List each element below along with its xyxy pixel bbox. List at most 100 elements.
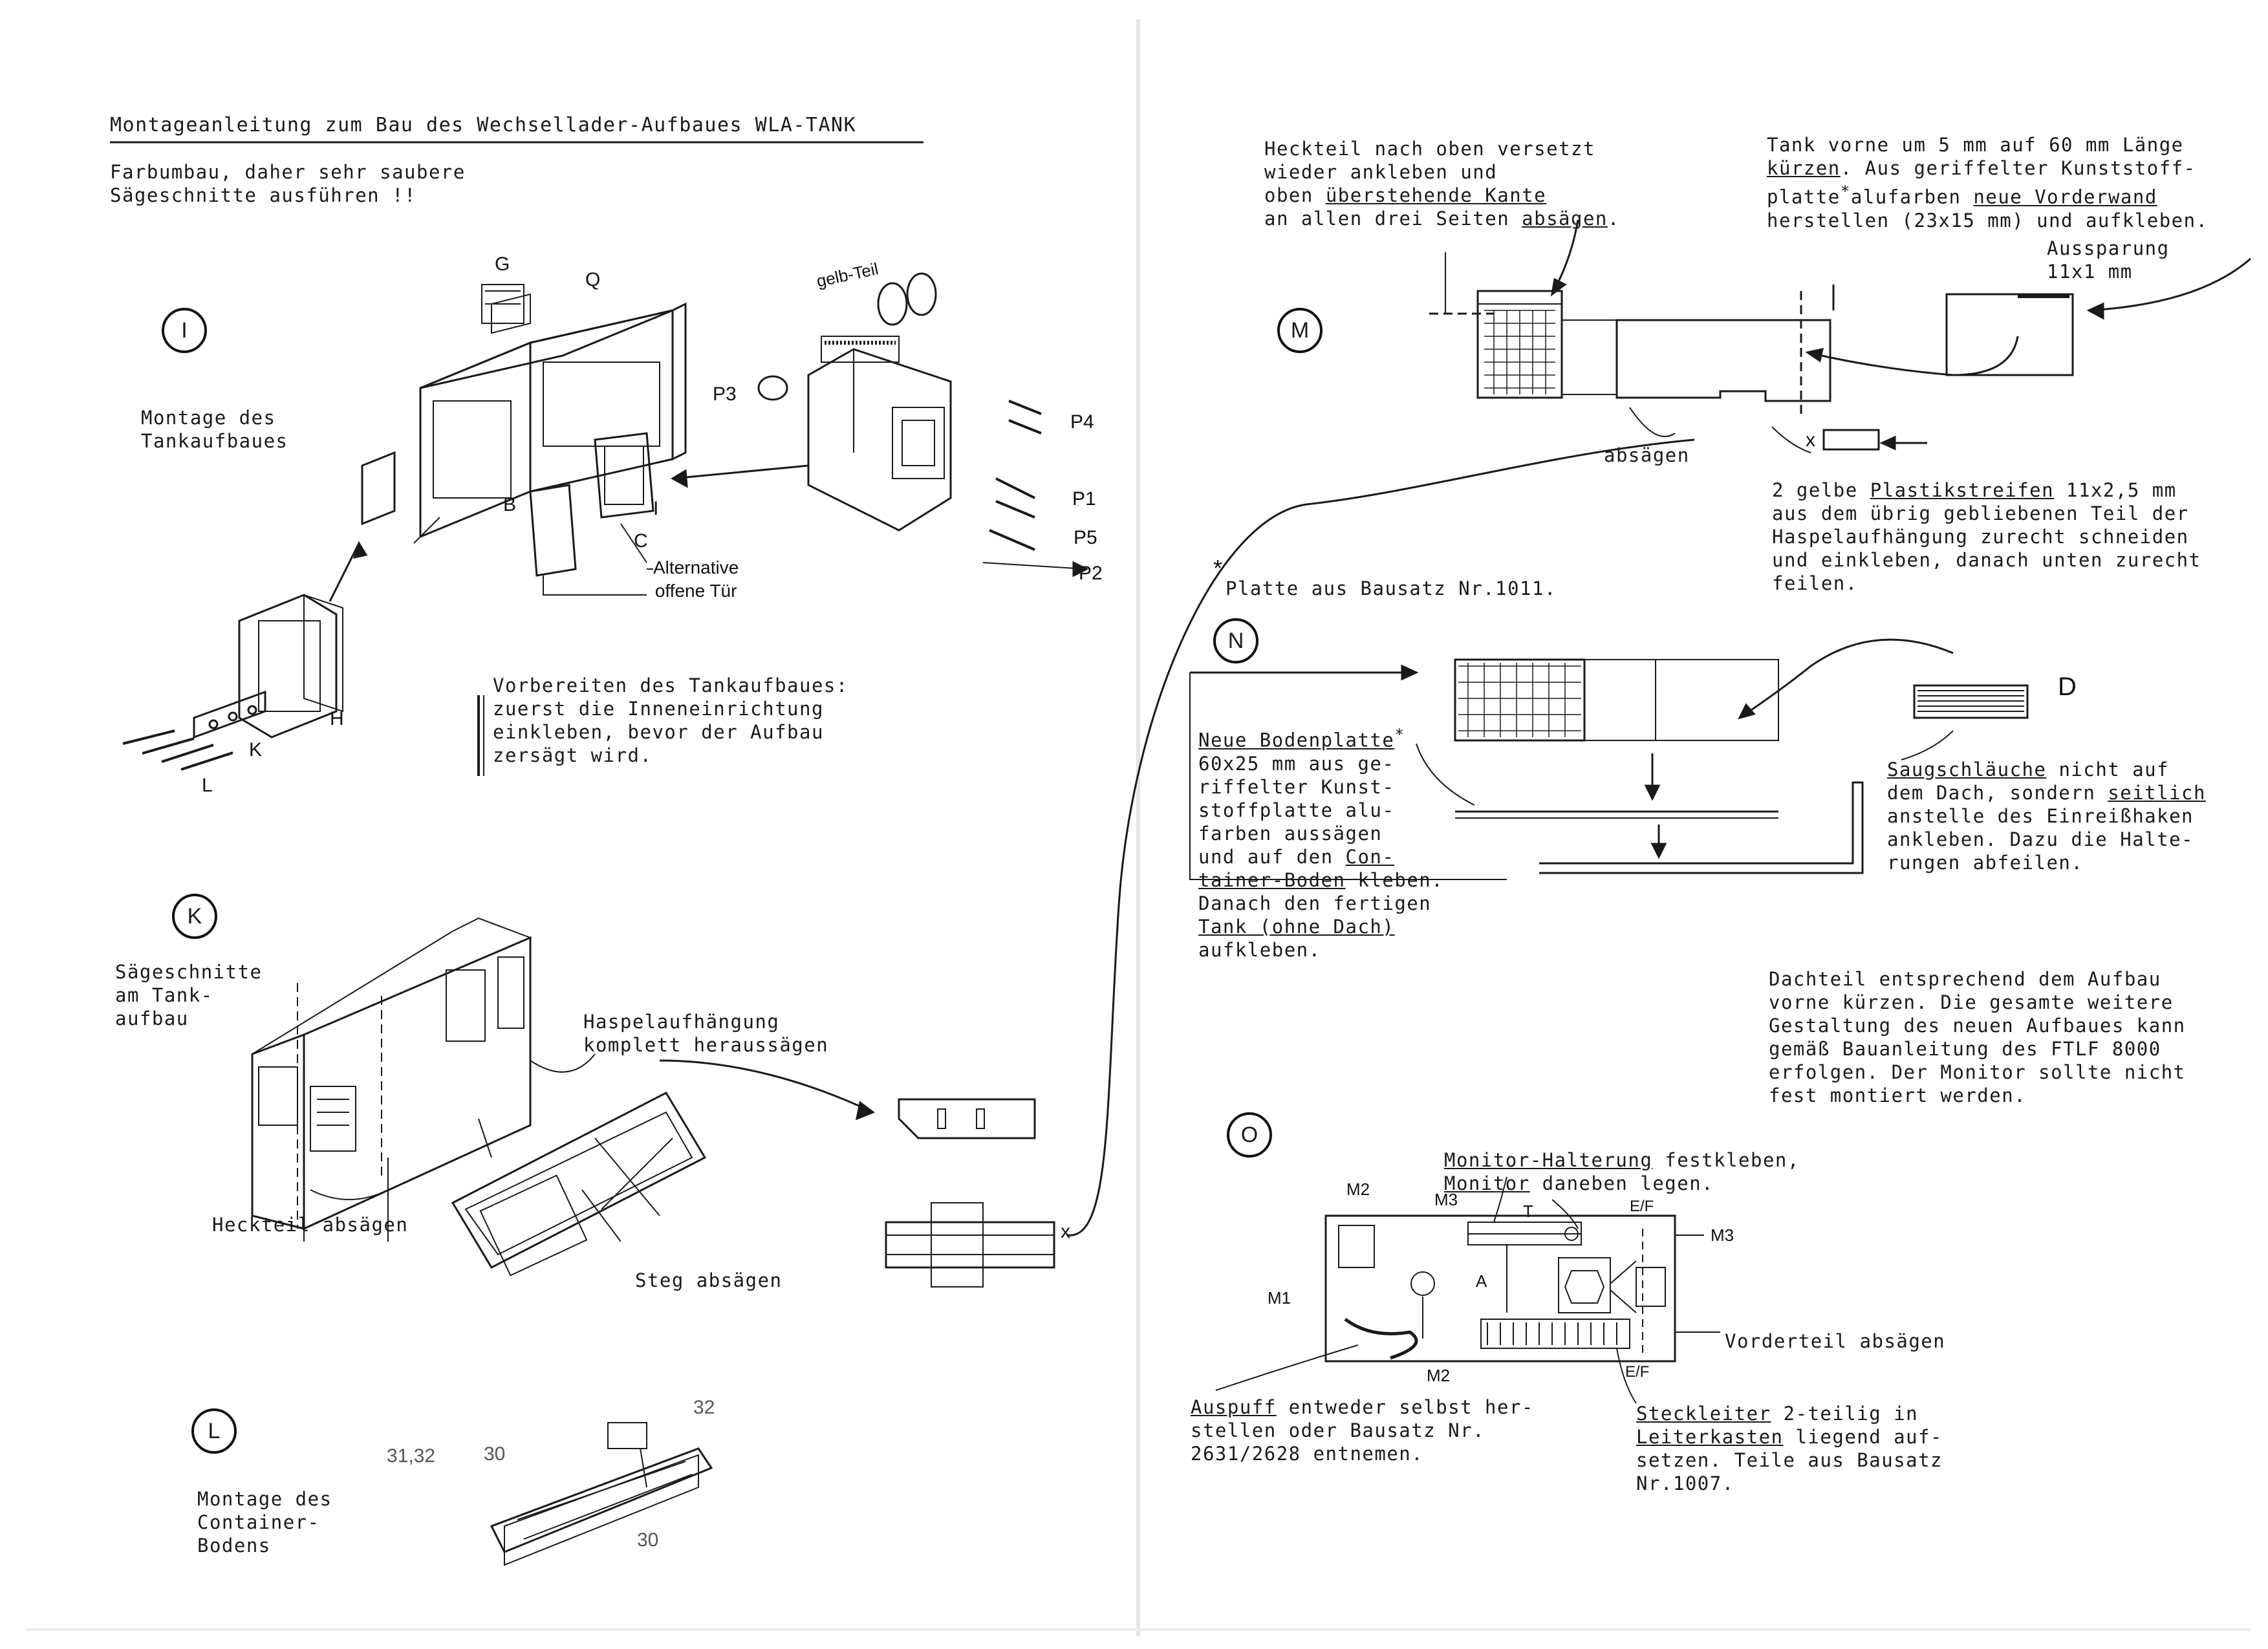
saugschlaeuche-note: Saugschläuche nicht auf dem Dach, sonder… (1887, 758, 2206, 874)
bodenplatte-tank: Tank (ohne Dach) (1198, 915, 1395, 938)
alternative-door-label: Alternative offene Tür (653, 557, 739, 601)
monitor-halterung: Monitor-Halterung (1444, 1149, 1653, 1171)
part-label-32: 32 (693, 1397, 715, 1418)
intro-note: Farbumbau, daher sehr saubere Sägeschnit… (110, 161, 466, 206)
x-mark-right: x (1806, 429, 1815, 451)
part-label-q: Q (585, 269, 601, 290)
aussparung-label: Aussparung 11x1 mm (2047, 237, 2170, 283)
tank-note-vorderwand: neue Vorderwand (1973, 186, 2157, 208)
heckteil-note: Heckteil nach oben versetzt wieder ankle… (1264, 138, 1620, 230)
label-m3-top: M3 (1434, 1190, 1458, 1209)
tank-note-line-2: . Aus geriffelter Kunststoff- (1840, 157, 2196, 179)
heckteil-note-text: Heckteil nach oben versetzt wieder ankle… (1264, 138, 1595, 206)
tank-interior-parts-drawing (757, 272, 1042, 551)
label-m3-right: M3 (1711, 1225, 1734, 1245)
dachteil-note: Dachteil entsprechend dem Aufbau vorne k… (1769, 968, 2186, 1106)
heckteil-note-text-2: an allen drei Seiten (1264, 208, 1522, 230)
step-marker-k: K (172, 894, 217, 939)
vorderteil-label: Vorderteil absägen (1725, 1330, 1946, 1352)
step-l-caption: Montage des Container- Bodens (197, 1488, 332, 1557)
haspel-frame-drawing (451, 1092, 707, 1277)
step-marker-l: L (191, 1408, 237, 1454)
tank-note: Tank vorne um 5 mm auf 60 mm Länge kürze… (1767, 133, 2209, 232)
part-label-l: L (202, 775, 213, 796)
auspuff-underlined: Auspuff (1191, 1396, 1277, 1418)
plastic-strips-note: 2 gelbe Plastikstreifen 11x2,5 mm aus de… (1772, 479, 2201, 595)
bodenplatte-aufkleben: aufkleben. (1198, 938, 1321, 961)
floor-plate-drawing (1454, 658, 1864, 874)
bodenplatte-kleben: kleben. (1345, 868, 1444, 891)
strips-underlined: Plastikstreifen (1870, 479, 2055, 501)
label-ef-top: E/F (1630, 1198, 1654, 1215)
auspuff-note: Auspuff entweder selbst her- stellen ode… (1191, 1396, 1534, 1465)
bodenplatte-star: * (1394, 726, 1405, 744)
strips-text-rest: aus dem übrig gebliebenen Teil der Haspe… (1772, 502, 2201, 594)
label-m2-bottom: M2 (1427, 1366, 1451, 1385)
saug-seitlich: seitlich (2108, 782, 2206, 804)
tank-base-drawing (122, 594, 343, 771)
absaegen-label: absägen (1604, 444, 1690, 466)
label-ef-bottom: E/F (1625, 1363, 1650, 1381)
step-marker-n: N (1213, 618, 1258, 663)
page-title: Montageanleitung zum Bau des Wechsellade… (110, 114, 857, 136)
heckteil-note-underlined-2: absägen (1522, 208, 1608, 230)
hose-drawing (1913, 684, 2029, 719)
heckteil-label: Heckteil absägen (212, 1214, 409, 1236)
prep-note: Vorbereiten des Tankaufbaues: zuerst die… (493, 674, 848, 766)
container-floor-drawing (490, 1422, 713, 1566)
roof-top-view-drawing (1324, 1214, 1676, 1363)
tank-note-alufarben: alufarben (1850, 186, 1974, 208)
part-label-p1: P1 (1072, 488, 1096, 510)
front-wall-drawing (1945, 293, 2074, 376)
part-label-p4: P4 (1070, 411, 1094, 433)
saug-text-2: dem Dach, sondern (1887, 782, 2108, 804)
part-label-i: I (653, 498, 659, 519)
part-label-30a: 30 (484, 1443, 506, 1465)
tank-saw-cut-drawing (251, 917, 532, 1242)
tank-body-exploded-drawing (361, 284, 687, 577)
heckteil-note-underlined-1: überstehende Kante (1325, 184, 1547, 206)
part-label-d: D (2058, 673, 2077, 701)
part-label-p2: P2 (1079, 563, 1103, 584)
label-t: T (1523, 1202, 1533, 1221)
label-a: A (1476, 1271, 1487, 1291)
steckleiter-note: Steckleiter 2-teilig in Leiterkasten lie… (1636, 1402, 1943, 1495)
bodenplatte-note: Neue Bodenplatte* 60x25 mm aus ge- riffe… (1198, 723, 1443, 962)
step-i-caption: Montage des Tankaufbaues (141, 407, 288, 452)
step-marker-i: I (162, 308, 207, 353)
container-side-view-drawing (1429, 252, 1831, 414)
monitor-text-1: festkleben, (1652, 1149, 1800, 1171)
strips-text-2: 11x2,5 mm (2054, 479, 2177, 501)
tank-note-star: * (1840, 182, 1851, 200)
part-label-b: B (503, 494, 517, 515)
monitor-underlined: Monitor (1444, 1172, 1530, 1194)
steckleiter-text-2: liegend auf- (1783, 1426, 1943, 1448)
footnote: Platte aus Bausatz Nr.1011. (1226, 577, 1557, 599)
auspuff-text-1: entweder selbst her- (1276, 1396, 1534, 1418)
tank-note-line-5: herstellen (23x15 mm) und aufkleben. (1767, 209, 2209, 232)
part-label-31-32: 31,32 (387, 1445, 436, 1467)
haspel-label: Haspelaufhängung komplett heraussägen (583, 1011, 829, 1056)
part-label-c: C (634, 530, 648, 552)
saw-cuts-label: Sägeschnitte am Tank- aufbau (115, 961, 263, 1029)
steg-label: Steg absägen (635, 1269, 783, 1291)
tank-note-line-1: Tank vorne um 5 mm auf 60 mm Länge (1767, 134, 2184, 156)
monitor-text-2: daneben legen. (1529, 1172, 1714, 1194)
part-label-h: H (330, 708, 344, 729)
part-label-p3: P3 (713, 383, 737, 405)
saug-text-1: nicht auf (2046, 759, 2170, 781)
bodenplatte-container-boden: tainer-Boden (1198, 868, 1346, 891)
tank-note-kuerzen: kürzen (1767, 157, 1841, 179)
saug-underlined: Saugschläuche (1887, 759, 2047, 781)
part-label-g: G (495, 253, 510, 275)
cut-part-drawing (885, 1098, 1055, 1288)
x-mark-left: x (1061, 1221, 1070, 1242)
saug-text-rest: anstelle des Einreißhaken ankleben. Dazu… (1887, 805, 2194, 874)
bodenplatte-lines: 60x25 mm aus ge- riffelter Kunst- stoffp… (1198, 752, 1395, 868)
bodenplatte-con: Con- (1345, 845, 1395, 868)
steckleiter-text-rest: setzen. Teile aus Bausatz Nr.1007. (1636, 1449, 1943, 1494)
steckleiter-underlined: Steckleiter (1636, 1403, 1771, 1425)
monitor-note: Monitor-Halterung festkleben, Monitor da… (1444, 1148, 1800, 1195)
